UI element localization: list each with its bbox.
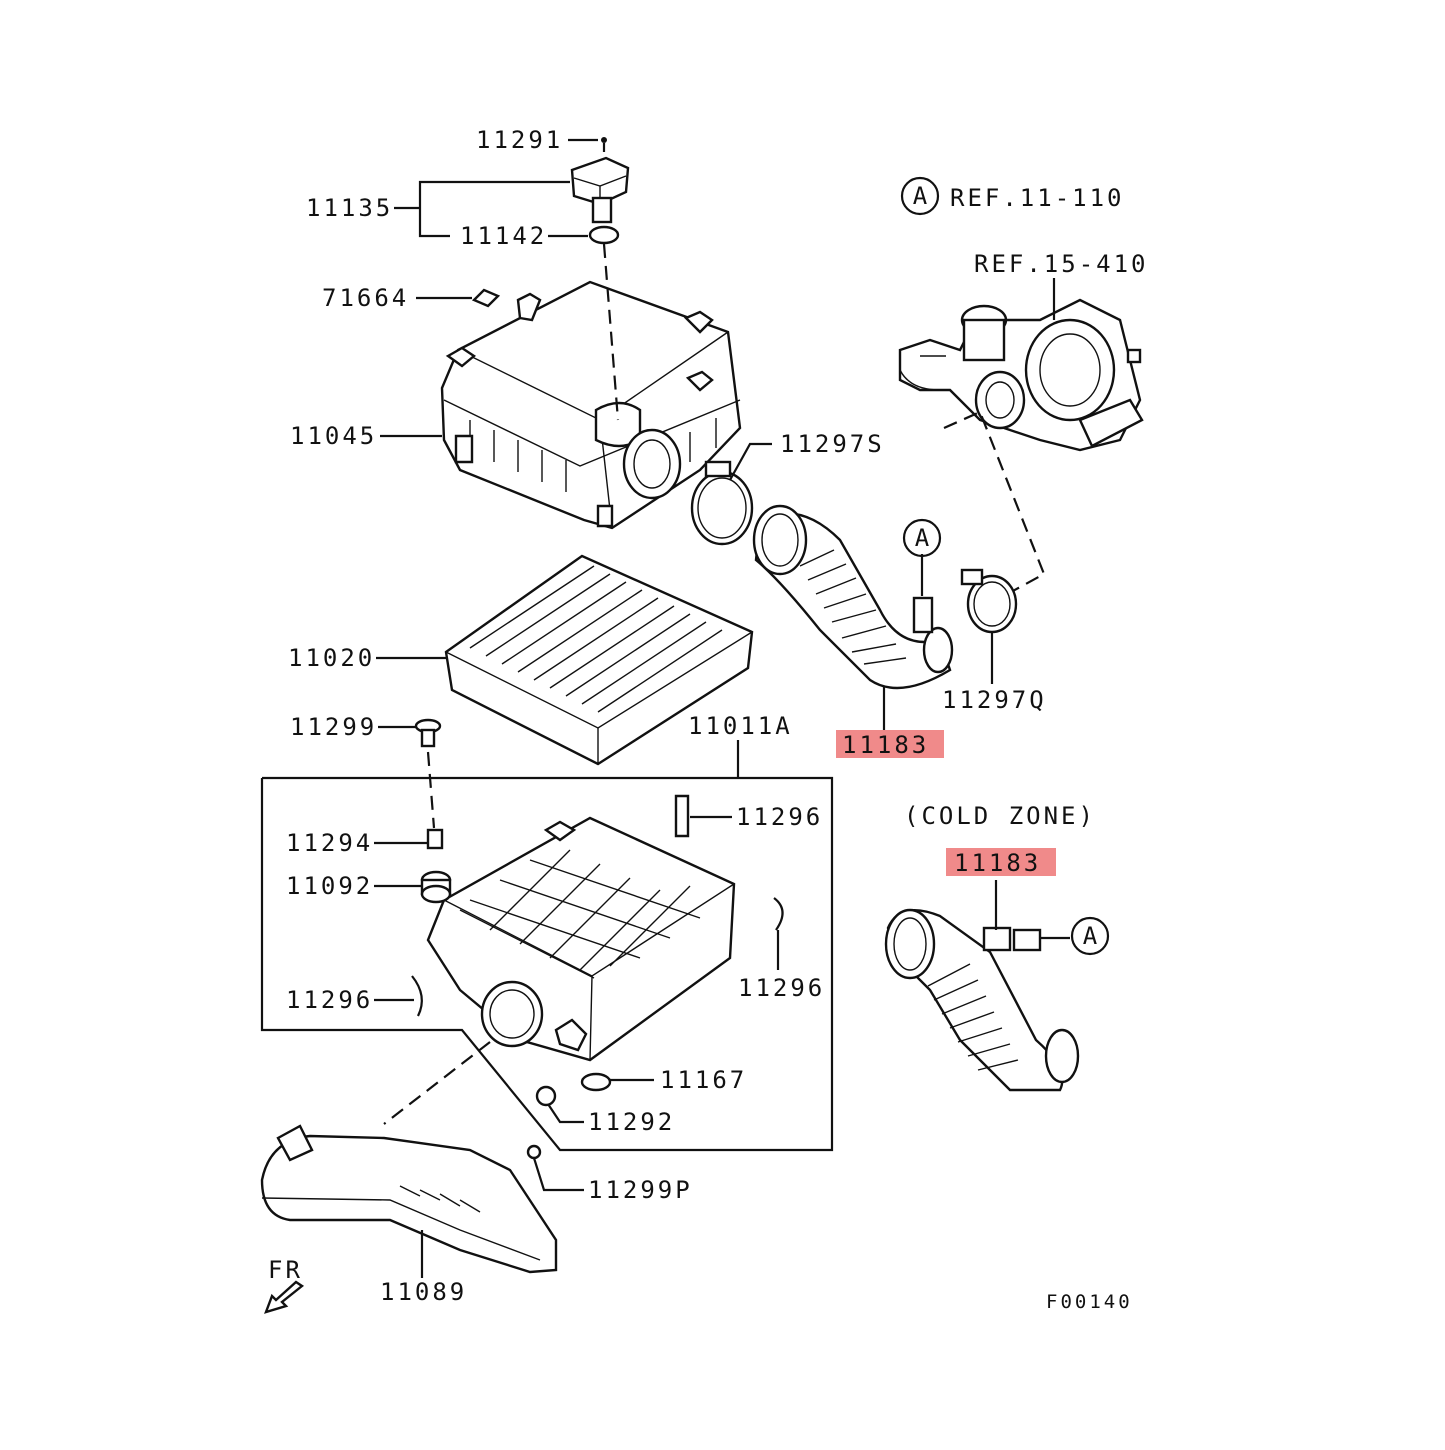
air-cleaner-cover	[440, 280, 742, 530]
plug-11167	[580, 1072, 612, 1092]
leader-lines	[374, 138, 1070, 1278]
bolt-11299	[414, 718, 442, 748]
label-11291: 11291	[476, 126, 563, 154]
air-filter-element	[444, 554, 754, 766]
grommet-11092	[420, 870, 452, 904]
label-ref-11-110: REF.11-110	[950, 184, 1125, 212]
kit-outline-box	[260, 776, 834, 1152]
ref-marker-circle-a-hose	[902, 518, 942, 558]
label-11294: 11294	[286, 829, 373, 857]
label-11297s: 11297S	[780, 430, 885, 458]
label-11142: 11142	[460, 222, 547, 250]
clip-11296-right	[773, 897, 784, 931]
air-cleaner-case	[426, 816, 736, 1062]
airflow-sensor	[570, 137, 630, 224]
highlight-11183-cold	[946, 848, 1056, 876]
nut-11292	[535, 1085, 557, 1107]
cold-zone-intake-hose	[884, 908, 1080, 1092]
label-11183-cold: 11183	[954, 849, 1041, 877]
ref-marker-a-top: A	[913, 182, 928, 210]
label-11020: 11020	[288, 644, 375, 672]
label-11296-top: 11296	[736, 803, 823, 831]
collar-11294	[426, 828, 444, 850]
diagram-code: F00140	[1046, 1291, 1133, 1313]
highlight-11183-main	[836, 730, 944, 758]
bolt-11299p	[526, 1144, 542, 1160]
clip-11296-top	[674, 794, 690, 838]
label-11045: 11045	[290, 422, 377, 450]
ref-marker-a-cold: A	[1083, 922, 1098, 950]
label-11167: 11167	[660, 1066, 747, 1094]
turbocharger	[898, 298, 1144, 452]
air-intake-duct	[260, 1124, 558, 1274]
intake-hose	[752, 504, 954, 690]
front-arrow-icon	[264, 1280, 305, 1314]
hose-clamp-11297s	[690, 460, 754, 546]
label-ref-15-410: REF.15-410	[974, 250, 1149, 278]
label-11183-main: 11183	[842, 731, 929, 759]
o-ring	[588, 225, 620, 245]
label-11296-left: 11296	[286, 986, 373, 1014]
label-cold-zone: (COLD ZONE)	[904, 802, 1096, 830]
label-11092: 11092	[286, 872, 373, 900]
ref-marker-circle-a-top	[900, 176, 940, 216]
hose-clamp-11297q	[960, 568, 1018, 634]
label-11299p: 11299P	[588, 1176, 693, 1204]
label-11296-right: 11296	[738, 974, 825, 1002]
ref-marker-circle-a-cold	[1070, 916, 1110, 956]
label-71664: 71664	[322, 284, 409, 312]
label-11135: 11135	[306, 194, 393, 222]
ref-marker-a-hose: A	[915, 524, 930, 552]
label-11089: 11089	[380, 1278, 467, 1306]
label-front: FR	[268, 1256, 303, 1284]
label-11299: 11299	[290, 713, 377, 741]
label-11297q: 11297Q	[942, 686, 1047, 714]
label-11011a: 11011A	[688, 712, 793, 740]
clip-11296-left	[411, 975, 423, 1017]
label-11292: 11292	[588, 1108, 675, 1136]
